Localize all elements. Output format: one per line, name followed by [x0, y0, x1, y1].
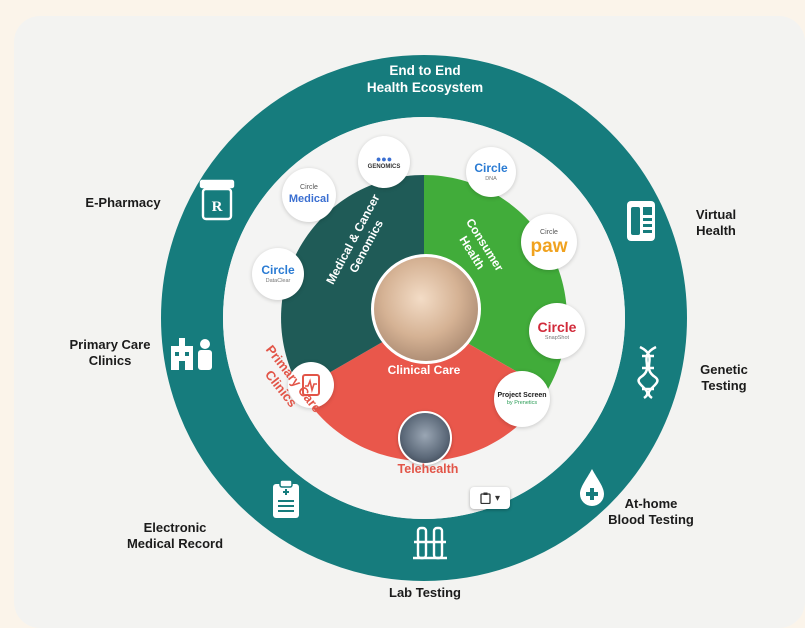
label-primary-care-clinics: Primary Care Clinics: [60, 337, 160, 369]
phone-icon: [627, 201, 655, 241]
label-genetic-line2: Testing: [701, 378, 747, 393]
badge-circle-dna-main: Circle: [474, 161, 508, 175]
telehealth-photo: [398, 411, 452, 465]
label-electronic-medical-record: Electronic Medical Record: [116, 520, 234, 552]
sector-clinical-care: [300, 318, 548, 461]
badge-circle-dna-sub: DNA: [485, 176, 497, 182]
badge-circle-medical: Circle Medical: [282, 168, 336, 222]
clipboard-dropdown-button[interactable]: ▾: [470, 487, 510, 509]
svg-text:R: R: [212, 199, 223, 215]
badge-project-screen: Project Screen by Prenetics: [494, 371, 550, 427]
label-primary-care-line2: Clinics: [88, 353, 132, 368]
label-lab-testing: Lab Testing: [389, 585, 461, 600]
title-line-2: Health Ecosystem: [366, 80, 484, 95]
badge-circle-paw: Circle paw: [521, 214, 577, 270]
rx-bottle-icon: R: [199, 179, 235, 221]
dna-icon: [637, 345, 659, 400]
clipboard-icon: [273, 479, 299, 518]
label-virtual-health-line2: Health: [696, 223, 736, 238]
chevron-down-icon: ▾: [494, 492, 501, 504]
badge-circle-medical-small: Circle: [300, 183, 318, 191]
label-telehealth: Telehealth: [397, 462, 459, 476]
family-photo: [371, 254, 481, 364]
badge-circle-dna: Circle DNA: [466, 147, 516, 197]
badge-primary-care-icon: [288, 362, 334, 408]
title-line-1: End to End: [389, 63, 461, 78]
badge-circle-dataclear: Circle DataClear: [252, 248, 304, 300]
label-e-pharmacy: E-Pharmacy: [85, 195, 161, 210]
test-tubes-icon: [413, 526, 447, 560]
outer-ring: [161, 55, 687, 581]
sector-label-clinical-care: Clinical Care: [387, 363, 461, 377]
label-primary-care-line1: Primary Care: [69, 337, 151, 352]
label-emr-line1: Electronic: [143, 520, 207, 535]
badge-genomics: ●●● GENOMICS: [358, 136, 410, 188]
badge-project-screen-main: Project Screen: [497, 392, 547, 399]
label-virtual-health-line1: Virtual: [695, 207, 737, 222]
diagram-title: End to End Health Ecosystem: [325, 62, 525, 96]
clipboard-icon: [480, 492, 491, 504]
badge-project-screen-sub: by Prenetics: [506, 400, 538, 406]
hospital-doctor-icon: [171, 338, 212, 370]
badge-circle-paw-small: Circle: [540, 228, 558, 236]
badge-circle-snapshot-main: Circle: [537, 319, 577, 335]
label-virtual-health: Virtual Health: [688, 207, 744, 239]
label-genetic-testing: Genetic Testing: [694, 362, 754, 394]
label-blood-line1: At-home: [624, 496, 678, 511]
badge-circle-dataclear-main: Circle: [261, 263, 295, 277]
badge-circle-medical-main: Medical: [288, 192, 330, 205]
genomics-logo-icon: ●●●: [375, 153, 393, 164]
label-at-home-blood-testing: At-home Blood Testing: [596, 496, 706, 528]
medical-report-icon: [302, 374, 320, 396]
label-emr-line2: Medical Record: [126, 536, 224, 551]
blood-drop-icon: [580, 469, 604, 506]
badge-circle-paw-main: paw: [530, 235, 568, 257]
label-genetic-line1: Genetic: [700, 362, 748, 377]
label-blood-line2: Blood Testing: [608, 512, 694, 527]
badge-circle-snapshot: Circle SnapShot: [529, 303, 585, 359]
badge-genomics-text: GENOMICS: [367, 163, 401, 170]
badge-circle-dataclear-sub: DataClear: [265, 278, 291, 284]
badge-circle-snapshot-sub: SnapShot: [544, 335, 570, 341]
